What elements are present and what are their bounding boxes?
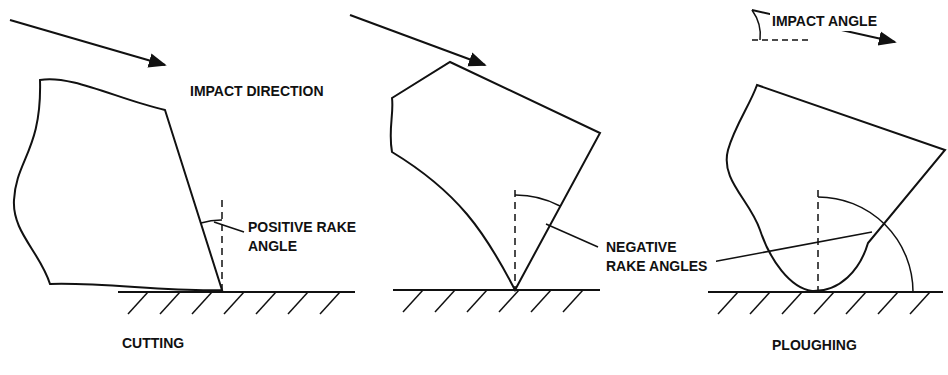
- hatch-stroke: [910, 292, 930, 314]
- angle-label: NEGATIVE RAKE ANGLES: [604, 238, 716, 276]
- leader-line: [712, 232, 872, 262]
- angle-label: POSITIVE RAKE ANGLE: [246, 218, 360, 256]
- hatch-stroke: [192, 292, 212, 314]
- normal-line: [817, 190, 819, 292]
- normal-line: [514, 190, 516, 290]
- hatch-stroke: [531, 290, 551, 312]
- impact-arrow: [752, 10, 895, 42]
- angle-arc: [515, 195, 560, 206]
- mode-label: CUTTING: [120, 334, 186, 353]
- angle-arc: [752, 10, 760, 40]
- hatch-stroke: [256, 292, 276, 314]
- leader-line: [546, 224, 598, 247]
- hatch-stroke: [878, 292, 898, 314]
- hatch-stroke: [750, 292, 770, 314]
- surface: [118, 291, 355, 293]
- hatch-stroke: [467, 290, 487, 312]
- hatch-stroke: [320, 292, 340, 314]
- mode-label: PLOUGHING: [770, 336, 859, 355]
- impact-arrow: [10, 20, 165, 65]
- hatch-stroke: [782, 292, 802, 314]
- hatch-stroke: [403, 290, 423, 312]
- hatch-stroke: [846, 292, 866, 314]
- hatch-stroke: [224, 292, 244, 314]
- impact-arrow: [350, 15, 485, 65]
- angle-arc: [201, 220, 222, 223]
- leader-line: [214, 222, 244, 232]
- particle: [727, 85, 945, 291]
- normal-line: [221, 200, 223, 290]
- hatch-stroke: [288, 292, 308, 314]
- hatch-stroke: [499, 290, 519, 312]
- surface-hatching: [128, 290, 930, 314]
- hatch-stroke: [128, 292, 148, 314]
- angle-label: IMPACT ANGLE: [770, 12, 879, 31]
- hatch-stroke: [435, 290, 455, 312]
- angle-arc: [818, 197, 913, 292]
- surface: [393, 289, 600, 291]
- hatch-stroke: [563, 290, 583, 312]
- particle: [14, 79, 222, 290]
- hatch-stroke: [718, 292, 738, 314]
- hatch-stroke: [814, 292, 834, 314]
- arrow-label: IMPACT DIRECTION: [188, 82, 326, 101]
- surface: [708, 291, 943, 293]
- hatch-stroke: [160, 292, 180, 314]
- particle: [391, 62, 600, 290]
